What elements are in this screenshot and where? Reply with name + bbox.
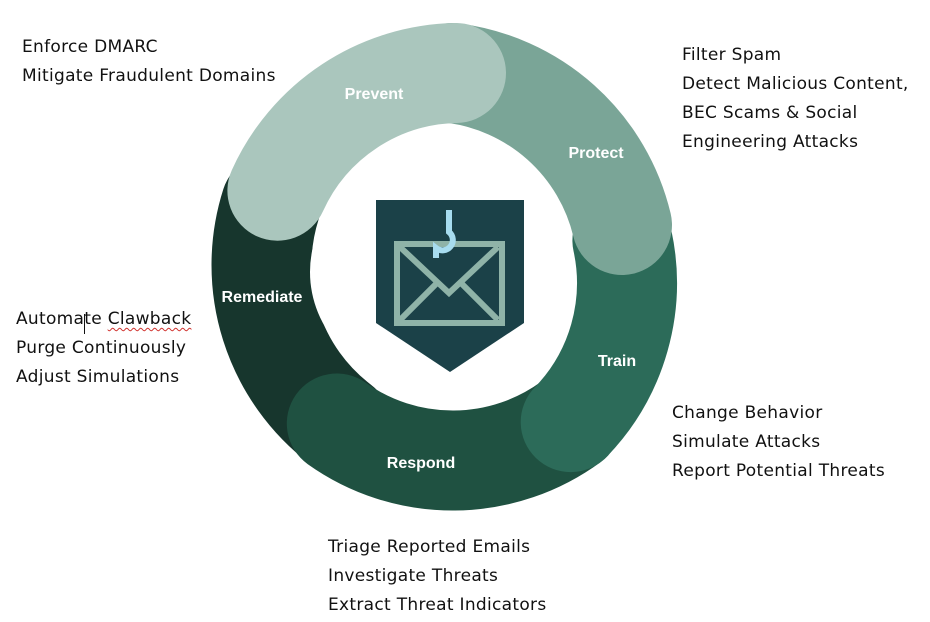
note-line: Extract Threat Indicators xyxy=(328,595,547,615)
note-line: Investigate Threats xyxy=(328,566,499,586)
train-label: Train xyxy=(598,353,636,370)
note-line: Triage Reported Emails xyxy=(328,537,531,557)
note-line: BEC Scams & Social xyxy=(682,103,858,123)
note-line: Change Behavior xyxy=(672,403,823,423)
prevent-notes: Enforce DMARC Mitigate Fraudulent Domain… xyxy=(22,33,276,91)
remediate-notes[interactable]: Automate Clawback Purge Continuously Adj… xyxy=(16,305,191,392)
prevent-segment xyxy=(227,23,506,241)
note-line[interactable]: Adjust Simulations xyxy=(16,367,180,387)
note-line: Report Potential Threats xyxy=(672,461,886,481)
note-line: Simulate Attacks xyxy=(672,432,821,452)
note-line: Filter Spam xyxy=(682,45,782,65)
prevent-label: Prevent xyxy=(345,86,404,103)
phishing-email-shield-icon xyxy=(376,200,524,372)
respond-notes: Triage Reported Emails Investigate Threa… xyxy=(328,533,547,620)
respond-label: Respond xyxy=(387,455,455,472)
note-line: Enforce DMARC xyxy=(22,37,158,57)
text-cursor xyxy=(84,314,85,334)
note-line[interactable]: Purge Continuously xyxy=(16,338,187,358)
train-notes: Change Behavior Simulate Attacks Report … xyxy=(672,399,885,486)
remediate-label: Remediate xyxy=(222,289,303,306)
spellcheck-word[interactable]: Clawback xyxy=(107,309,192,329)
note-line: Engineering Attacks xyxy=(682,132,859,152)
protect-label: Protect xyxy=(568,145,624,162)
note-line: Detect Malicious Content, xyxy=(682,74,909,94)
protect-notes: Filter Spam Detect Malicious Content, BE… xyxy=(682,41,909,157)
note-line: Mitigate Fraudulent Domains xyxy=(22,66,276,86)
note-line[interactable]: Automate Clawback xyxy=(16,309,192,329)
